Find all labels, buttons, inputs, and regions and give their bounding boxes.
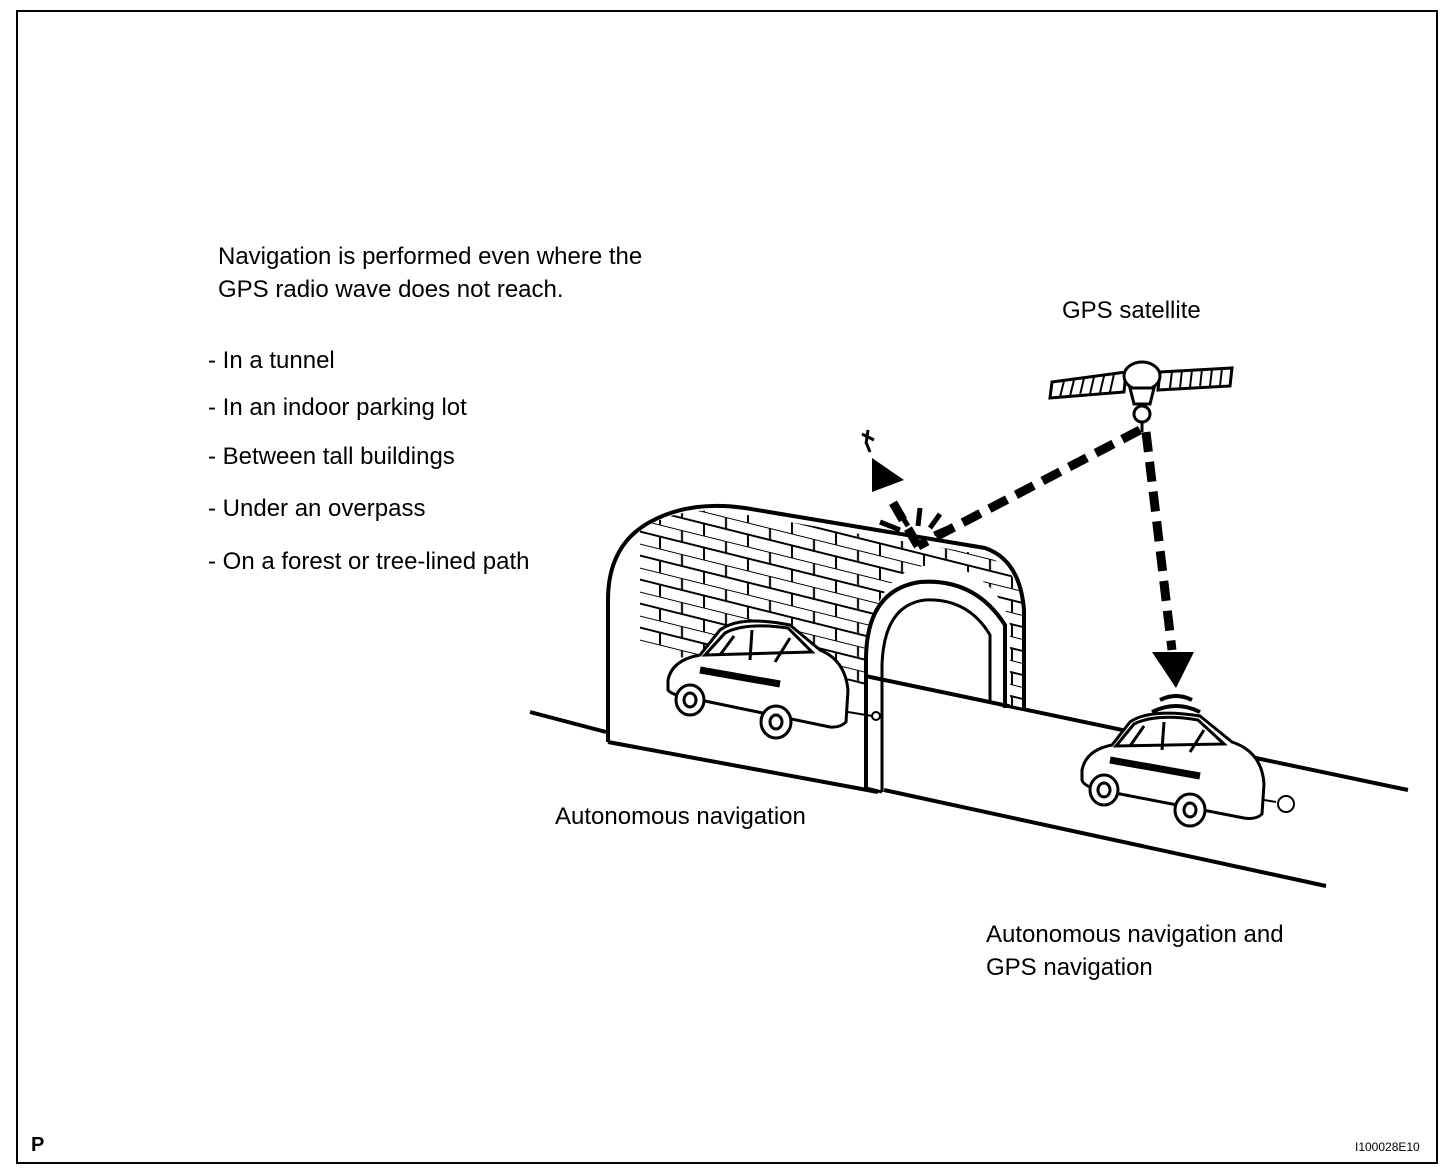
combined-label-line-1: Autonomous navigation and (986, 921, 1284, 948)
intro-line-2: GPS radio wave does not reach. (218, 276, 564, 303)
condition-tall-buildings: - Between tall buildings (208, 443, 455, 470)
intro-text: Navigation is performed even where the G… (218, 240, 642, 306)
figure-frame (16, 10, 1438, 1164)
condition-overpass: - Under an overpass (208, 495, 426, 522)
condition-indoor-parking: - In an indoor parking lot (208, 394, 467, 421)
deflected-arrow-icon (861, 429, 904, 492)
car-in-tunnel-icon (666, 619, 881, 740)
road (529, 630, 1409, 888)
car-on-road-icon (1080, 711, 1295, 828)
signal-path-blocked (884, 426, 1143, 550)
condition-tunnel: - In a tunnel (208, 347, 335, 374)
corner-mark: P (31, 1134, 45, 1156)
condition-forest-path: - On a forest or tree-lined path (208, 548, 530, 575)
intro-line-1: Navigation is performed even where the (218, 243, 643, 270)
autonomous-navigation-label: Autonomous navigation (555, 803, 806, 830)
satellite-label: GPS satellite (1062, 297, 1201, 324)
signal-reflection-burst (879, 507, 949, 537)
combined-label-line-2: GPS navigation (986, 954, 1153, 981)
condition-list: - In a tunnel - In an indoor parking lot… (208, 344, 530, 578)
figure-id: I100028E10 (1355, 1140, 1420, 1154)
combined-navigation-label: Autonomous navigation and GPS navigation (986, 918, 1284, 984)
gps-satellite-icon (1048, 360, 1234, 432)
signal-path-received (1141, 431, 1207, 726)
